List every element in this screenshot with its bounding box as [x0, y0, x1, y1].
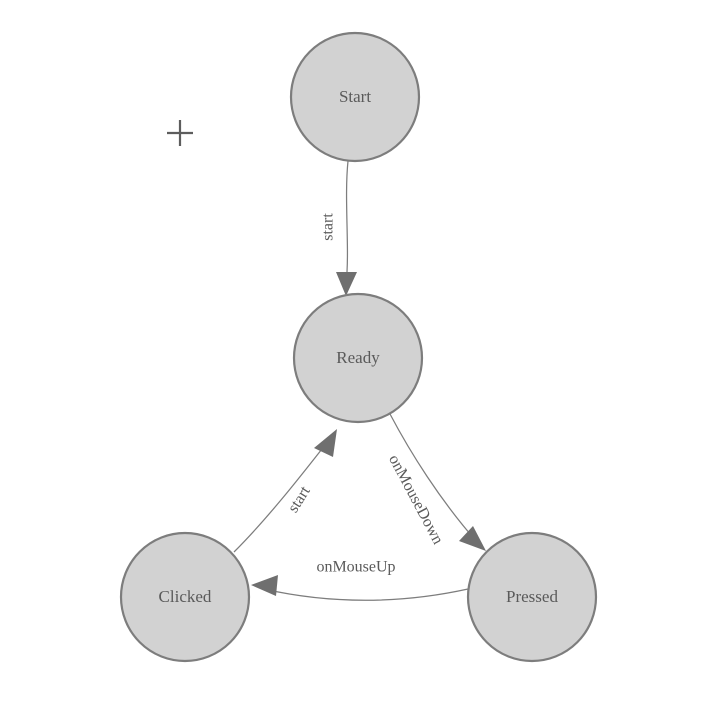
edge-label-clicked-to-ready: start — [285, 483, 314, 516]
arrowhead-icon-ready-to-pressed — [459, 526, 486, 551]
node-circle-ready — [292, 292, 424, 424]
edge-start-to-ready[interactable]: start — [320, 160, 357, 296]
edge-line-ready-to-pressed — [389, 413, 478, 543]
node-clicked[interactable]: Clicked — [119, 531, 251, 663]
markers-layer — [167, 120, 193, 146]
node-circle-pressed — [466, 531, 598, 663]
arrowhead-icon-start-to-ready — [336, 272, 357, 296]
edge-label-start-to-ready: start — [320, 213, 337, 241]
arrowhead-icon-clicked-to-ready — [314, 429, 337, 457]
arrowhead-icon-pressed-to-clicked — [251, 575, 278, 596]
edge-line-start-to-ready — [345, 160, 349, 285]
edge-pressed-to-clicked[interactable]: onMouseUp — [251, 559, 469, 601]
edge-clicked-to-ready[interactable]: start — [233, 429, 337, 553]
edge-line-clicked-to-ready — [233, 439, 330, 553]
node-label-start: Start — [339, 87, 371, 106]
node-label-pressed: Pressed — [506, 587, 558, 606]
node-label-clicked: Clicked — [159, 587, 212, 606]
edge-line-pressed-to-clicked — [263, 588, 469, 601]
node-ready[interactable]: Ready — [292, 292, 424, 424]
node-start[interactable]: Start — [289, 31, 421, 163]
edge-label-ready-to-pressed: onMouseDown — [385, 452, 446, 547]
node-circle-clicked — [119, 531, 251, 663]
edge-ready-to-pressed[interactable]: onMouseDown — [385, 413, 486, 551]
node-label-ready: Ready — [336, 348, 380, 367]
node-pressed[interactable]: Pressed — [466, 531, 598, 663]
node-circle-start — [289, 31, 421, 163]
edge-label-pressed-to-clicked: onMouseUp — [316, 559, 395, 576]
plus-icon[interactable] — [167, 120, 193, 146]
